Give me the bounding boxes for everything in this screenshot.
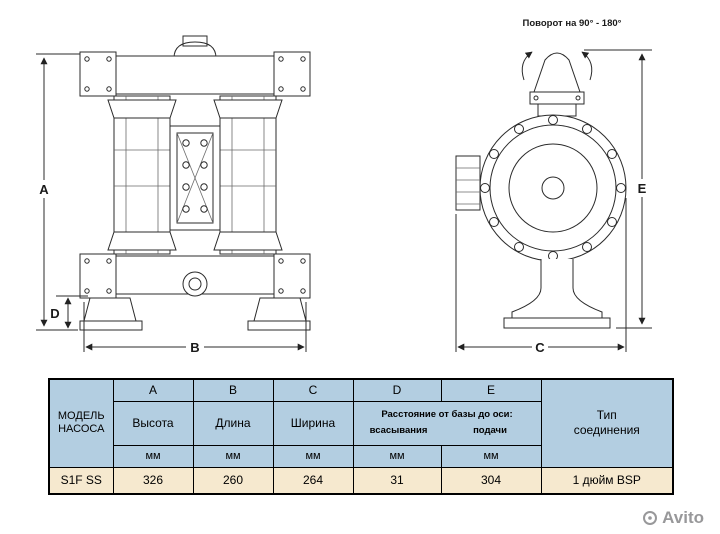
desc-width: Ширина (272, 400, 354, 446)
desc-length: Длина (192, 400, 274, 446)
dimension-e: E (584, 49, 652, 329)
dimension-d: D (50, 295, 88, 329)
top-left-flange (79, 51, 117, 97)
type-header-label: Тип соединения (573, 408, 640, 438)
avito-logo-icon (643, 511, 658, 525)
dim-label-a: A (39, 182, 49, 197)
desc-base-to-axis: Расстояние от базы до оси: всасывания по… (352, 400, 542, 446)
dim-label-e: E (638, 181, 647, 196)
dimension-b: B (83, 302, 307, 355)
top-cap (182, 35, 208, 47)
value-d: 31 (352, 466, 442, 495)
value-e: 304 (440, 466, 542, 495)
housing-outer (479, 114, 627, 262)
technical-drawing: A D B Поворот на 90° - 180° (36, 18, 652, 355)
value-a: 326 (112, 466, 194, 495)
value-b: 260 (192, 466, 274, 495)
dim-label-c: C (535, 340, 545, 355)
model-value: S1F SS (48, 466, 114, 495)
dimension-a: A (36, 53, 80, 331)
rotate-arrow-left (521, 51, 533, 81)
right-chamber (219, 95, 277, 255)
rotate-arrow-right (581, 51, 593, 81)
col-header-d: D (352, 378, 442, 402)
pump-side-view: Поворот на 90° - 180° (455, 18, 627, 329)
unit-b: мм (192, 444, 274, 468)
top-right-flange (273, 51, 311, 97)
type-header: Тип соединения (540, 378, 674, 468)
desc-base-to-axis-shared: Расстояние от базы до оси: (381, 409, 513, 421)
right-foot (253, 297, 307, 322)
air-valve (455, 155, 481, 211)
model-header: МОДЕЛЬ НАСОСА (48, 378, 114, 468)
bottom-right-flange (273, 253, 311, 299)
left-chamber (113, 95, 171, 255)
dim-label-b: B (190, 340, 199, 355)
pump-drawing-svg: A D B Поворот на 90° - 180° (36, 18, 652, 355)
desc-height: Высота (112, 400, 194, 446)
unit-d: мм (352, 444, 442, 468)
clamp-band (107, 99, 177, 119)
bottom-left-flange (79, 253, 117, 299)
watermark-text: Avito (662, 508, 704, 527)
unit-e: мм (440, 444, 542, 468)
dim-label-d: D (50, 306, 59, 321)
value-c: 264 (272, 466, 354, 495)
type-value: 1 дюйм BSP (540, 466, 674, 495)
base-plate (503, 317, 611, 329)
swivel-port (533, 52, 581, 93)
col-header-b: B (192, 378, 274, 402)
dimension-c: C (455, 198, 627, 355)
avito-watermark: Avito (642, 508, 704, 528)
spec-table: МОДЕЛЬ НАСОСА A B C D E Тип соединения В… (48, 378, 674, 495)
table-row: S1F SS 326 260 264 31 304 1 дюйм BSP (48, 466, 674, 495)
left-foot (83, 297, 137, 322)
col-header-a: A (112, 378, 194, 402)
drain-port (182, 271, 208, 297)
unit-a: мм (112, 444, 194, 468)
col-header-c: C (272, 378, 354, 402)
rotation-note: Поворот на 90° - 180° (523, 18, 622, 29)
pedestal (511, 259, 603, 319)
desc-suction: всасывания (369, 424, 428, 436)
unit-c: мм (272, 444, 354, 468)
desc-discharge: подачи (473, 424, 507, 436)
col-header-e: E (440, 378, 542, 402)
pump-front-view (79, 35, 311, 331)
